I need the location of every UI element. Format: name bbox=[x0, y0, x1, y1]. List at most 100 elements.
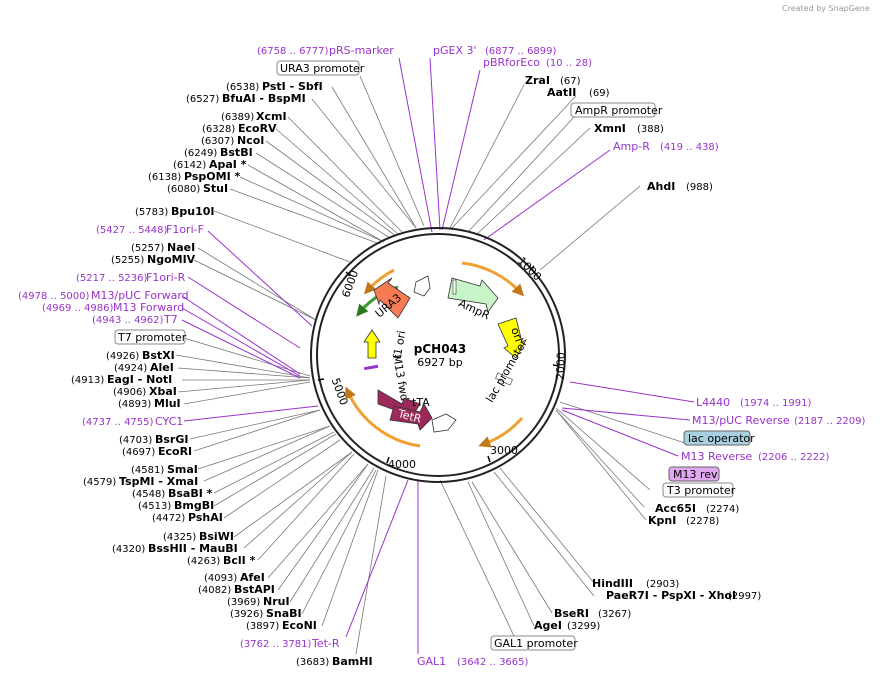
site-ahdi[interactable]: AhdI bbox=[647, 180, 675, 193]
box-ura3-promoter[interactable] bbox=[276, 60, 360, 76]
site-pspomi[interactable]: PspOMI * bbox=[184, 170, 241, 183]
box-m13-rev[interactable] bbox=[668, 466, 720, 482]
tick-label-4000: 4000 bbox=[388, 458, 416, 471]
primer-m13-puc-reverse[interactable]: M13/pUC Reverse bbox=[692, 414, 790, 427]
site-nrui[interactable]: NruI bbox=[263, 595, 290, 608]
site-pos-stui: (6080) bbox=[167, 184, 200, 195]
primer-pbrforeco[interactable]: pBRforEco bbox=[483, 56, 540, 69]
site-zrai[interactable]: ZraI bbox=[525, 74, 550, 87]
site-mlui[interactable]: MluI bbox=[154, 397, 181, 410]
site-bsshii-maubi[interactable]: BssHII - MauBI bbox=[148, 542, 238, 555]
primer-range-f1ori-f: (5427 .. 5448) bbox=[96, 225, 168, 236]
site-bstxi[interactable]: BstXI bbox=[142, 349, 175, 362]
feature-ori[interactable]: ori bbox=[497, 317, 527, 359]
primer-range-m13-puc-reverse: (2187 .. 2209) bbox=[794, 416, 866, 427]
site-bseri[interactable]: BseRI bbox=[554, 607, 589, 620]
site-pos-hindiii: (2903) bbox=[646, 579, 679, 590]
feature-tetr[interactable]: TetR bbox=[389, 403, 433, 431]
site-pos-pshai: (4472) bbox=[152, 513, 185, 524]
site-bstapi[interactable]: BstAPI bbox=[234, 583, 275, 596]
site-xcmi[interactable]: XcmI bbox=[256, 110, 287, 123]
primer-m13-forward[interactable]: M13 Forward bbox=[113, 301, 184, 314]
site-kpni[interactable]: KpnI bbox=[648, 514, 676, 527]
primer-range-m13-puc-forward: (4978 .. 5000) bbox=[18, 291, 90, 302]
site-bcli[interactable]: BclI * bbox=[223, 554, 256, 567]
site-pos-ecorv: (6328) bbox=[202, 124, 235, 135]
site-afei[interactable]: AfeI bbox=[240, 571, 265, 584]
site-eagi-noti[interactable]: EagI - NotI bbox=[107, 373, 172, 386]
site-snabi[interactable]: SnaBI bbox=[266, 607, 302, 620]
site-pos-afei: (4093) bbox=[204, 573, 237, 584]
site-ngomiv[interactable]: NgoMIV bbox=[147, 253, 196, 266]
site-apai[interactable]: ApaI * bbox=[209, 158, 247, 171]
primer-amp-r[interactable]: Amp-R bbox=[613, 140, 650, 153]
site-stui[interactable]: StuI bbox=[203, 182, 228, 195]
site-bsabi[interactable]: BsaBI * bbox=[168, 487, 213, 500]
site-naei[interactable]: NaeI bbox=[167, 241, 195, 254]
feature-label-tetr: TetR bbox=[396, 407, 423, 426]
site-pos-xbai: (4906) bbox=[113, 387, 146, 398]
feature-ura3[interactable]: URA3 bbox=[373, 277, 411, 320]
site-pos-bseri: (3267) bbox=[598, 609, 631, 620]
site-acc65i[interactable]: Acc65I bbox=[655, 502, 696, 515]
tick-label-5000: 5000 bbox=[329, 376, 351, 407]
site-pos-bstbi: (6249) bbox=[184, 148, 217, 159]
site-bstbi[interactable]: BstBI bbox=[220, 146, 253, 159]
feature-f1-ori[interactable]: f1 ori bbox=[363, 329, 408, 361]
site-agei[interactable]: AgeI bbox=[534, 619, 562, 632]
site-paer7i-pspxi-xhoi[interactable]: PaeR7I - PspXI - XhoI bbox=[606, 589, 736, 602]
primer-f1ori-r[interactable]: F1ori-R bbox=[146, 271, 186, 284]
primer-f1ori-f[interactable]: F1ori-F bbox=[166, 223, 204, 236]
site-bsrgi[interactable]: BsrGI bbox=[155, 433, 188, 446]
site-pos-bmgbi: (4513) bbox=[138, 501, 171, 512]
site-ecori[interactable]: EcoRI bbox=[158, 445, 192, 458]
primer-m13-puc-forward[interactable]: M13/pUC Forward bbox=[91, 289, 189, 302]
backbone-inner bbox=[310, 227, 566, 483]
primer-tet-r[interactable]: Tet-R bbox=[311, 637, 340, 650]
site-aatii[interactable]: AatII bbox=[547, 86, 576, 99]
box-t3-promoter[interactable] bbox=[662, 482, 734, 498]
site-alei[interactable]: AleI bbox=[150, 361, 174, 374]
primer-pgex-3[interactable]: pGEX 3' bbox=[433, 44, 477, 57]
site-psti-sbfi[interactable]: PstI - SbfI bbox=[262, 80, 323, 93]
box-lac-operator[interactable] bbox=[683, 430, 751, 446]
primer-range-t7: (4943 .. 4962) bbox=[92, 315, 164, 326]
site-pos-zrai: (67) bbox=[560, 76, 581, 87]
primer-range-m13-reverse: (2206 .. 2222) bbox=[758, 452, 830, 463]
primer-range-gal1: (3642 .. 3665) bbox=[457, 657, 529, 668]
site-xbai[interactable]: XbaI bbox=[149, 385, 177, 398]
site-pos-ecori: (4697) bbox=[122, 447, 155, 458]
site-bsiwi[interactable]: BsiWI bbox=[199, 530, 234, 543]
primer-t7[interactable]: T7 bbox=[163, 313, 178, 326]
site-bpu10i[interactable]: Bpu10I bbox=[171, 205, 215, 218]
site-pos-snabi: (3926) bbox=[230, 609, 263, 620]
site-pos-bpu10i: (5783) bbox=[135, 207, 168, 218]
site-ecorv[interactable]: EcoRV bbox=[238, 122, 277, 135]
primer-gal1[interactable]: GAL1 bbox=[417, 655, 446, 668]
site-pos-tspmi: (4579) bbox=[83, 477, 116, 488]
site-bamhi[interactable]: BamHI bbox=[332, 655, 373, 668]
site-pos-smai: (4581) bbox=[131, 465, 164, 476]
feature-label-tta: tTA bbox=[412, 396, 430, 409]
site-econi[interactable]: EcoNI bbox=[282, 619, 317, 632]
box-t7-promoter[interactable] bbox=[114, 329, 186, 345]
site-tspmi-xmai[interactable]: TspMI - XmaI bbox=[119, 475, 198, 488]
box-ampr-promoter[interactable] bbox=[570, 102, 656, 118]
site-pos-psti: (6538) bbox=[226, 82, 259, 93]
site-pshai[interactable]: PshAI bbox=[188, 511, 223, 524]
site-xmni[interactable]: XmnI bbox=[594, 122, 626, 135]
primer-m13-reverse[interactable]: M13 Reverse bbox=[681, 450, 752, 463]
site-pos-pspomi: (6138) bbox=[148, 172, 181, 183]
primer-range-l4440: (1974 .. 1991) bbox=[740, 398, 812, 409]
label-gal1-promoter: GAL1 promoter bbox=[494, 637, 578, 650]
site-bfuai-bspmi[interactable]: BfuAI - BspMI bbox=[222, 92, 306, 105]
site-bmgbi[interactable]: BmgBI bbox=[174, 499, 214, 512]
site-ncoi[interactable]: NcoI bbox=[237, 134, 264, 147]
box-gal1-promoter[interactable] bbox=[490, 635, 576, 651]
site-smai[interactable]: SmaI bbox=[167, 463, 198, 476]
primer-prs-marker[interactable]: pRS-marker bbox=[329, 44, 394, 57]
site-hindiii[interactable]: HindIII bbox=[592, 577, 633, 590]
primer-cyc1[interactable]: CYC1 bbox=[155, 415, 183, 428]
primer-l4440[interactable]: L4440 bbox=[696, 396, 730, 409]
